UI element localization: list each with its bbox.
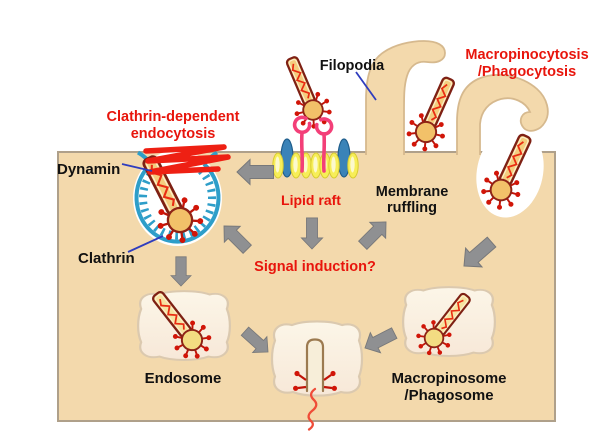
- macropinosome-vesicle: [401, 283, 497, 364]
- endosome-vesicle: [136, 281, 232, 368]
- label-endosome: Endosome: [145, 370, 222, 387]
- label-membrane-ruffling-line2: ruffling: [387, 200, 437, 216]
- clathrin-pointer-line: [127, 235, 164, 253]
- label-membrane-ruffling-line1: Membrane: [376, 184, 449, 200]
- label-macropinocytosis-line2: /Phagocytosis: [478, 64, 576, 80]
- receptor-hook-right: [314, 117, 334, 136]
- label-macropinocytosis-line1: Macropinocytosis: [465, 47, 588, 63]
- label-lipid-raft: Lipid raft: [281, 192, 341, 208]
- dynamin-coil: [143, 144, 231, 175]
- uncoating-spikes: [297, 374, 333, 390]
- membrane-ruffle: [456, 74, 549, 155]
- receptor-hook-left: [292, 115, 312, 135]
- released-rna-squiggle: [307, 387, 318, 431]
- pointer-lines: [121, 71, 377, 253]
- filopodia-protrusion: [365, 40, 446, 155]
- lipid-raft-site: [272, 50, 359, 179]
- label-macropinosome-line2: /Phagosome: [404, 387, 493, 404]
- uncoating-vesicle: [270, 320, 364, 431]
- label-clathrin-endocytosis-line1: Clathrin-dependent: [107, 109, 240, 125]
- label-signal-induction: Signal induction?: [254, 259, 376, 275]
- label-clathrin-endocytosis-line2: endocytosis: [131, 126, 216, 142]
- receptor-stem-right: [321, 132, 327, 173]
- clathrin-coated-pit: [126, 144, 231, 252]
- empty-capsid-rod: [305, 338, 325, 393]
- label-filopodia: Filopodia: [320, 58, 385, 74]
- label-dynamin: Dynamin: [57, 161, 120, 178]
- filopodia-pointer-line: [355, 71, 377, 101]
- label-macropinosome-line1: Macropinosome: [391, 370, 506, 387]
- clathrin-teeth: [139, 166, 216, 240]
- label-clathrin: Clathrin: [78, 250, 135, 267]
- uncoating-spike-tips: [293, 370, 337, 391]
- clathrin-coat-arc: [134, 162, 221, 244]
- receptor-stem-left: [299, 130, 305, 173]
- dynamin-pointer-line: [121, 163, 153, 172]
- virus-receptors: [292, 115, 334, 173]
